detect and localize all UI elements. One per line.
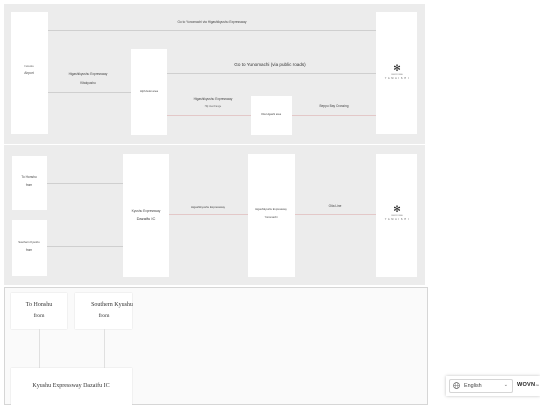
chevron-down-icon: ⌄ bbox=[503, 382, 508, 388]
start-box bbox=[11, 12, 48, 134]
origin-honshu-box bbox=[12, 156, 47, 210]
origin-honshu-line2: from bbox=[25, 183, 33, 187]
logo-small-text-2: SPA RYOKAN bbox=[391, 215, 403, 217]
dazaifu-box-3 bbox=[11, 368, 132, 405]
wovn-logo[interactable]: WOVN.io bbox=[517, 382, 539, 388]
language-widget: English ⌄ WOVN.io bbox=[446, 376, 540, 396]
route-label-left-2: Kitakyushu bbox=[80, 81, 96, 85]
route-label-a: Higashikyushu Expressway bbox=[190, 205, 226, 209]
destination-box bbox=[376, 12, 417, 134]
dazaifu-line1: Kyushu Expressway bbox=[131, 209, 161, 213]
start-label: Fukuoka bbox=[24, 65, 34, 68]
route-line-kyushu bbox=[47, 246, 123, 247]
language-select[interactable]: English ⌄ bbox=[449, 379, 513, 393]
logo-small-text: SPA RYOKAN bbox=[391, 74, 403, 76]
logo-wordmark-2: Y A M A I S H I bbox=[384, 218, 410, 221]
origin-honshu-3-line1: To Honshu bbox=[25, 302, 53, 308]
small-area-box bbox=[251, 96, 292, 135]
junction-label: Hiji/Usuki area bbox=[139, 89, 159, 93]
origin-kyushu-box bbox=[12, 220, 47, 276]
origin-kyushu-3-line2: from bbox=[98, 313, 110, 319]
logo-wordmark: Y A M A I S H I bbox=[384, 77, 410, 80]
route-line-left bbox=[48, 92, 131, 93]
start-main: Airport bbox=[24, 71, 34, 75]
wovn-brand: WOVN bbox=[517, 382, 536, 388]
ryokan-logo-icon-2: ✻ bbox=[393, 204, 401, 214]
origin-honshu-3-line2: from bbox=[33, 313, 45, 319]
connector-kyushu-3 bbox=[104, 329, 105, 368]
route-panel-1 bbox=[4, 4, 425, 144]
yunomachi-line1: Higashikyushu Expressway bbox=[255, 208, 287, 211]
route-line-middle bbox=[167, 73, 376, 74]
route-line-honshu bbox=[47, 183, 123, 184]
yunomachi-box bbox=[248, 154, 295, 277]
yunomachi-line2: Yunomachi bbox=[264, 216, 278, 219]
origin-honshu-box-3 bbox=[11, 293, 67, 329]
origin-honshu-line1: To Honshu bbox=[21, 175, 37, 179]
origin-kyushu-line2: from bbox=[25, 248, 33, 252]
dazaifu-3-label: Kyushu Expressway Dazaifu IC bbox=[32, 383, 110, 389]
route-label-middle: Go to Yunomachi (via public roads) bbox=[234, 62, 306, 67]
dazaifu-box bbox=[123, 154, 169, 277]
small-area-label: Oita Higashi area bbox=[260, 113, 282, 116]
origin-kyushu-line1: Southern Kyushu bbox=[18, 240, 40, 244]
ryokan-logo-icon: ✻ bbox=[393, 63, 401, 73]
route-label-left-1: Higashikyushu Expressway bbox=[68, 72, 108, 76]
globe-icon bbox=[453, 382, 460, 389]
route-label-right: Beppu Bay Crossing bbox=[319, 104, 349, 108]
connector-honshu-3 bbox=[39, 329, 40, 368]
origin-kyushu-3-line1: Southern Kyushu bbox=[91, 302, 133, 308]
route-label-b: Oita Line bbox=[328, 204, 342, 208]
junction-box bbox=[131, 49, 167, 135]
route-panel-2 bbox=[4, 145, 425, 285]
route-label-top: Go to Yunomachi via Higashikyushu Expres… bbox=[177, 20, 247, 24]
wovn-suffix: .io bbox=[535, 383, 539, 387]
dazaifu-line2: Dazaifu IC bbox=[136, 216, 156, 221]
route-line-lower-left bbox=[167, 115, 251, 116]
destination-box-2 bbox=[376, 154, 417, 277]
language-selected: English bbox=[464, 383, 482, 389]
origin-kyushu-box-3 bbox=[75, 293, 132, 329]
route-label-lower-1: Higashikyushu Expressway bbox=[193, 97, 233, 101]
route-line-a bbox=[169, 214, 248, 215]
route-line-lower-right bbox=[292, 115, 376, 116]
route-label-lower-2: Hiji interchange bbox=[204, 105, 222, 108]
route-line-b bbox=[295, 214, 376, 215]
route-line-top bbox=[48, 30, 376, 31]
